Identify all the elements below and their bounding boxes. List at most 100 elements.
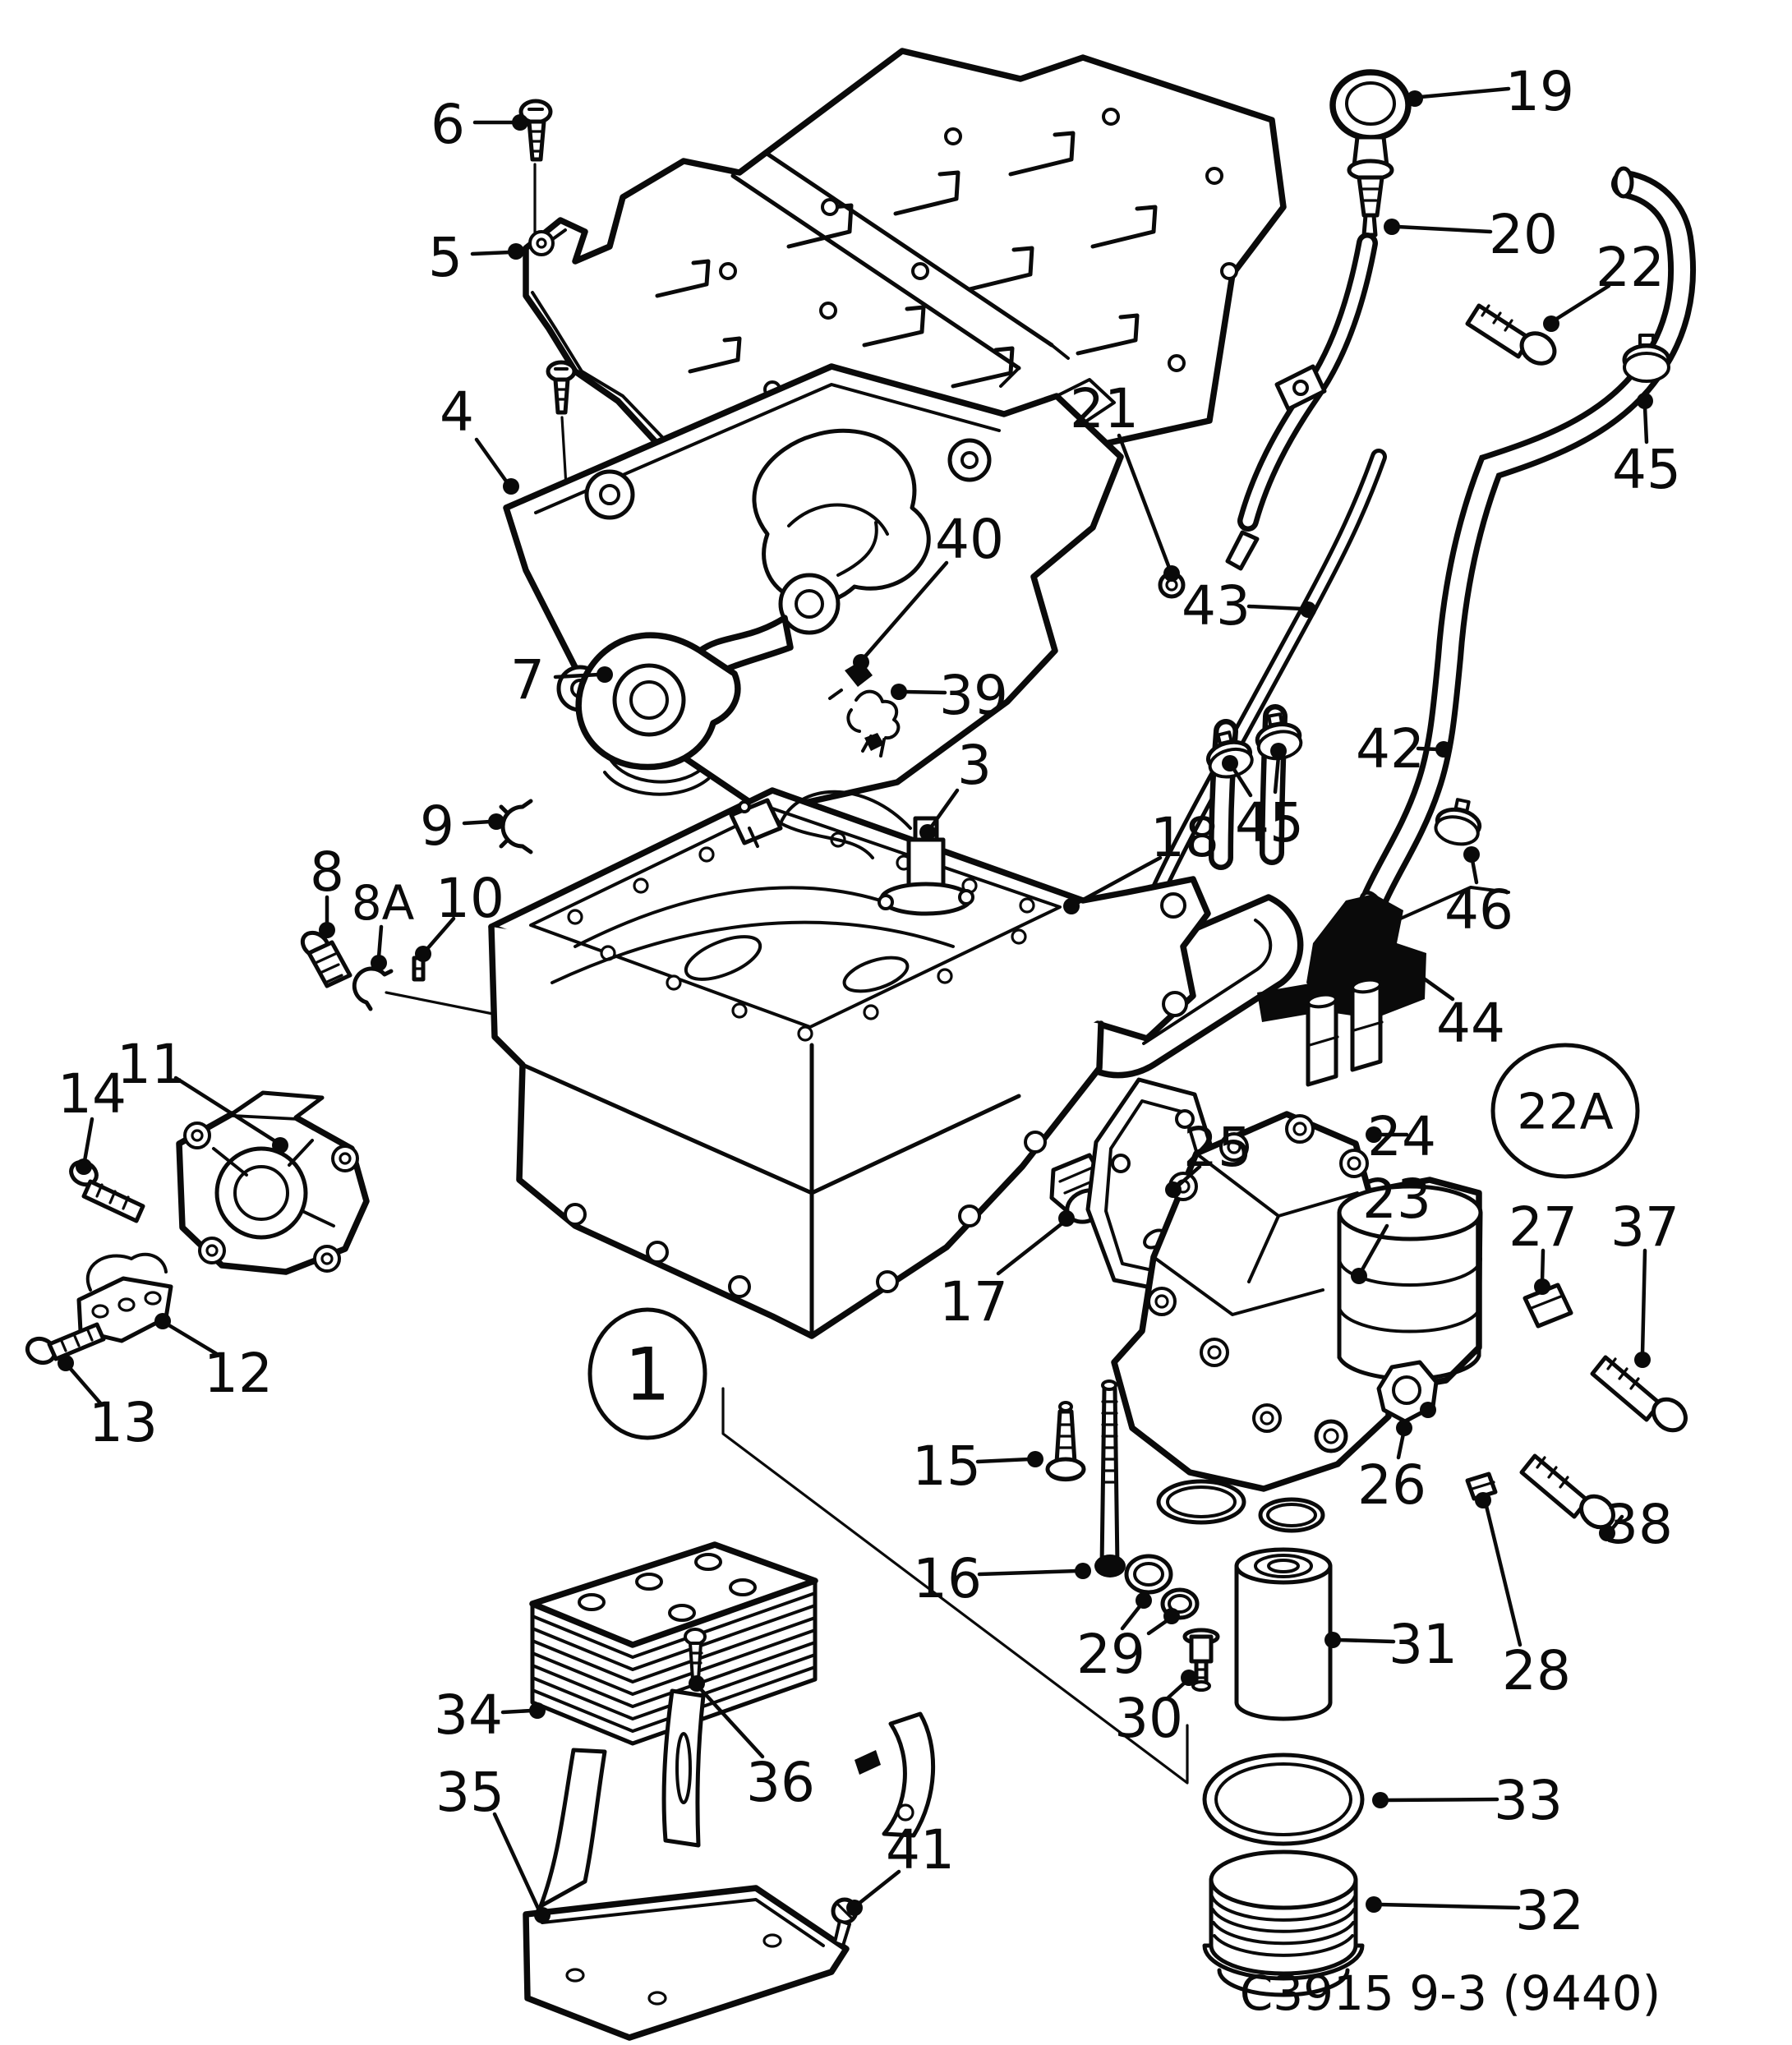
callout-41: 41 bbox=[846, 1818, 955, 1916]
callout-label-39: 39 bbox=[939, 664, 1008, 727]
callout-label-44: 44 bbox=[1436, 992, 1505, 1055]
callout-45t: 45 bbox=[1612, 393, 1681, 501]
oil-cooler-34 bbox=[529, 1541, 818, 1746]
callout-label-3: 3 bbox=[957, 734, 992, 797]
callout-label-10: 10 bbox=[435, 867, 504, 930]
callout-31: 31 bbox=[1324, 1613, 1458, 1676]
figure-caption: C3915 9-3 (9440) bbox=[1240, 1965, 1661, 2021]
callout-label-20: 20 bbox=[1489, 203, 1558, 266]
callout-10: 10 bbox=[415, 867, 504, 962]
callout-24: 24 bbox=[1366, 1105, 1436, 1168]
callout-16: 16 bbox=[913, 1547, 1091, 1610]
bolt-38 bbox=[1519, 1453, 1615, 1530]
callout-label-41: 41 bbox=[886, 1818, 955, 1881]
callout-label-35: 35 bbox=[435, 1761, 504, 1824]
callout-label-32: 32 bbox=[1515, 1879, 1584, 1942]
callout-label-21: 21 bbox=[1070, 377, 1139, 440]
callout-15: 15 bbox=[912, 1435, 1043, 1498]
callout-18: 18 bbox=[1063, 806, 1219, 914]
callout-label-34: 34 bbox=[434, 1683, 503, 1747]
callout-26: 26 bbox=[1357, 1420, 1426, 1517]
callout-43: 43 bbox=[1182, 574, 1316, 638]
callout-label-29: 29 bbox=[1076, 1623, 1145, 1686]
callout-label-40: 40 bbox=[935, 508, 1004, 571]
plug-8 bbox=[300, 930, 352, 988]
dowels-24 bbox=[1306, 978, 1384, 1087]
callout-6: 6 bbox=[431, 93, 528, 156]
callout-35: 35 bbox=[435, 1761, 550, 1923]
callout-17: 17 bbox=[939, 1210, 1075, 1333]
filter-cap-32 bbox=[1202, 1849, 1365, 1997]
bracket-44 bbox=[1257, 886, 1510, 1022]
callout-3: 3 bbox=[919, 734, 992, 841]
callout-label-28: 28 bbox=[1502, 1639, 1571, 1702]
assembly-line bbox=[385, 991, 495, 1016]
nut-28 bbox=[1465, 1472, 1498, 1501]
callout-label-33: 33 bbox=[1494, 1769, 1563, 1832]
callout-34: 34 bbox=[434, 1683, 546, 1747]
filter-element-31 bbox=[1234, 1547, 1333, 1721]
callout-25: 25 bbox=[1165, 1116, 1252, 1198]
callout-label-27: 27 bbox=[1509, 1195, 1578, 1259]
bolt-37 bbox=[1590, 1355, 1688, 1433]
callout-13: 13 bbox=[58, 1355, 158, 1454]
callout-8A: 8A bbox=[352, 875, 415, 971]
callout-32: 32 bbox=[1366, 1879, 1584, 1942]
callout-label-37: 37 bbox=[1610, 1195, 1679, 1259]
dipstick-cap bbox=[1329, 69, 1412, 237]
section-line bbox=[721, 1387, 1189, 1785]
callout-label-6: 6 bbox=[431, 93, 465, 156]
callout-23: 23 bbox=[1351, 1168, 1431, 1284]
callout-11: 11 bbox=[117, 1033, 288, 1154]
callout-label-25: 25 bbox=[1183, 1116, 1252, 1179]
callout-30: 30 bbox=[1114, 1670, 1197, 1750]
callout-22: 22 bbox=[1543, 236, 1665, 332]
callout-8: 8 bbox=[310, 841, 344, 938]
callout-label-11: 11 bbox=[117, 1033, 186, 1096]
callout-label-18: 18 bbox=[1150, 806, 1219, 869]
callout-label-7: 7 bbox=[510, 648, 545, 712]
callout-9: 9 bbox=[420, 795, 504, 858]
callout-label-23: 23 bbox=[1362, 1168, 1431, 1231]
callout-36: 36 bbox=[689, 1675, 815, 1814]
callout-5: 5 bbox=[428, 226, 524, 289]
callout-label-19: 19 bbox=[1505, 60, 1574, 123]
callout-label-42: 42 bbox=[1356, 717, 1425, 781]
callout-28: 28 bbox=[1475, 1492, 1571, 1702]
callout-label-31: 31 bbox=[1389, 1613, 1458, 1676]
callout-39: 39 bbox=[891, 664, 1008, 727]
o-ring-33 bbox=[1202, 1753, 1365, 1846]
callout-label-5: 5 bbox=[428, 226, 463, 289]
bolt-15 bbox=[1045, 1401, 1086, 1482]
callout-44: 44 bbox=[1394, 955, 1505, 1055]
callout-27: 27 bbox=[1509, 1195, 1578, 1295]
callout-label-17: 17 bbox=[939, 1270, 1008, 1333]
callout-22A: 22A bbox=[1490, 1043, 1640, 1179]
callout-20: 20 bbox=[1384, 203, 1558, 266]
callout-label-38: 38 bbox=[1604, 1493, 1673, 1556]
hose-clamp-46 bbox=[1434, 798, 1482, 846]
callout-label-22: 22 bbox=[1596, 236, 1665, 299]
bolt-6 bbox=[518, 99, 553, 238]
callout-40: 40 bbox=[853, 508, 1004, 670]
callout-29: 29 bbox=[1076, 1592, 1180, 1686]
callout-label-4: 4 bbox=[440, 380, 474, 444]
hose-42 bbox=[1359, 166, 1697, 924]
bolt-13 bbox=[25, 1322, 106, 1366]
c-clip-8A bbox=[352, 966, 394, 1011]
e-clip-9 bbox=[499, 799, 533, 854]
callout-label-9: 9 bbox=[420, 795, 454, 858]
skid-plate bbox=[523, 48, 1287, 470]
callout-4: 4 bbox=[440, 380, 519, 495]
callout-14: 14 bbox=[58, 1062, 127, 1175]
callout-label-16: 16 bbox=[913, 1547, 982, 1610]
oil-pump bbox=[176, 1090, 370, 1275]
stud-16 bbox=[1094, 1379, 1126, 1578]
callout-label-14: 14 bbox=[58, 1062, 127, 1126]
callout-1: 1 bbox=[587, 1307, 707, 1440]
callout-7: 7 bbox=[510, 648, 613, 712]
callout-19: 19 bbox=[1407, 60, 1574, 123]
clips-39-40 bbox=[828, 661, 901, 758]
